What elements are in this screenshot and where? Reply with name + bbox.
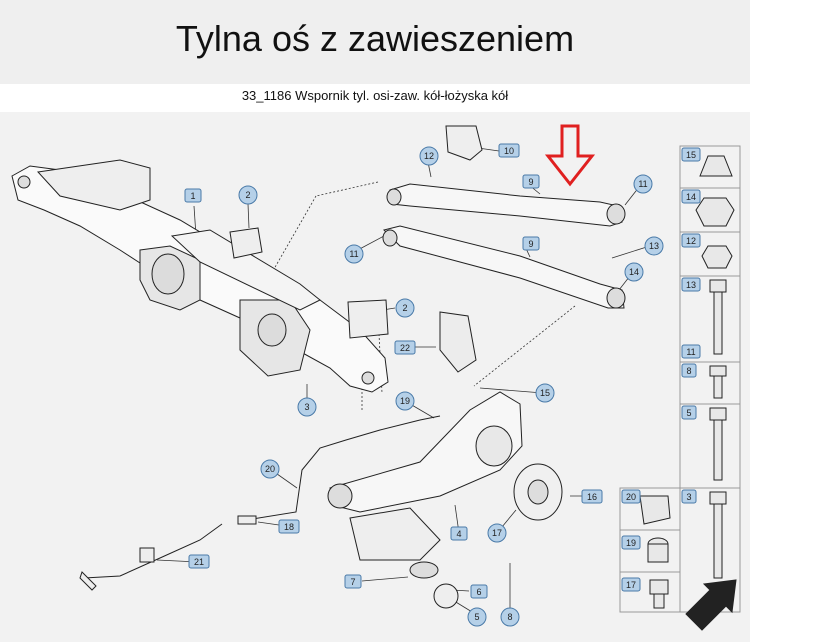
long-bolt-icon (709, 279, 727, 355)
callouts: 1 2 2 3 4 5 6 7 8 9 9 10 11 11 12 13 14 … (184, 143, 664, 627)
svg-text:2: 2 (245, 190, 250, 200)
svg-text:10: 10 (504, 146, 514, 156)
svg-text:12: 12 (424, 151, 434, 161)
callout-19: 19 (395, 391, 415, 411)
svg-text:17: 17 (626, 580, 636, 590)
short-bolt-icon (709, 365, 727, 399)
callout-11: 11 (344, 244, 364, 264)
svg-text:19: 19 (400, 396, 410, 406)
callout-9: 9 (522, 174, 540, 189)
svg-text:6: 6 (476, 587, 481, 597)
svg-text:4: 4 (456, 529, 461, 539)
callout-20: 20 (260, 459, 280, 479)
svg-text:13: 13 (649, 241, 659, 251)
parts-label: 15 (681, 147, 701, 162)
hex-nut-icon (701, 245, 733, 269)
callout-8: 8 (500, 607, 520, 627)
clip-nut-icon (699, 155, 733, 177)
callout-2: 2 (395, 298, 415, 318)
svg-text:11: 11 (686, 347, 695, 357)
svg-text:5: 5 (686, 408, 691, 418)
callout-13: 13 (644, 236, 664, 256)
svg-text:14: 14 (629, 267, 639, 277)
svg-text:21: 21 (194, 557, 204, 567)
svg-text:12: 12 (686, 236, 696, 246)
wheel-bolt-icon (649, 579, 669, 609)
parts-label: 19 (621, 535, 641, 550)
svg-text:3: 3 (686, 492, 691, 502)
svg-text:20: 20 (626, 492, 636, 502)
svg-text:18: 18 (284, 522, 294, 532)
svg-text:15: 15 (540, 388, 550, 398)
callout-18: 18 (278, 519, 300, 534)
svg-text:11: 11 (349, 249, 358, 259)
svg-text:1: 1 (190, 191, 195, 201)
trailing-arm-drawing (327, 391, 563, 609)
parts-label: 17 (621, 577, 641, 592)
svg-text:16: 16 (587, 492, 597, 502)
svg-text:8: 8 (507, 612, 512, 622)
parts-label: 3 (681, 489, 697, 504)
flange-bolt-icon (709, 407, 727, 481)
cables-drawing (79, 415, 441, 591)
svg-text:11: 11 (638, 179, 647, 189)
direction-arrow-icon (685, 579, 737, 631)
svg-text:19: 19 (626, 538, 636, 548)
callout-17: 17 (487, 523, 507, 543)
svg-text:14: 14 (686, 192, 696, 202)
callout-5: 5 (467, 607, 487, 627)
svg-text:15: 15 (686, 150, 696, 160)
callout-16: 16 (581, 489, 603, 504)
callout-1: 1 (184, 188, 202, 203)
svg-text:13: 13 (686, 280, 696, 290)
svg-text:9: 9 (528, 177, 533, 187)
svg-text:3: 3 (304, 402, 309, 412)
callout-6: 6 (470, 584, 488, 599)
callout-3: 3 (297, 397, 317, 417)
diagram-subtitle: 33_1186 Wspornik tyl. osi-zaw. kół-łożys… (241, 88, 509, 103)
subframe-drawing (11, 159, 477, 393)
parts-table-labels: 15 14 12 13 11 8 5 3 20 19 17 (621, 147, 701, 592)
svg-text:22: 22 (400, 343, 410, 353)
svg-text:2: 2 (402, 303, 407, 313)
parts-label: 14 (681, 189, 701, 204)
callout-11: 11 (633, 174, 653, 194)
parts-label: 12 (681, 233, 701, 248)
callout-2: 2 (238, 185, 258, 205)
hex-nut-flange-icon (695, 197, 735, 227)
parts-label: 8 (681, 363, 697, 378)
callout-10: 10 (498, 143, 520, 158)
svg-text:7: 7 (350, 577, 355, 587)
callout-21: 21 (188, 554, 210, 569)
parts-label: 5 (681, 405, 697, 420)
page-title: Tylna oś z zawieszeniem (175, 18, 575, 59)
bushing-icon (647, 537, 669, 563)
callout-12: 12 (419, 146, 439, 166)
svg-text:5: 5 (474, 612, 479, 622)
svg-text:17: 17 (492, 528, 502, 538)
long-bolt-icon (709, 491, 727, 579)
bracket-drawing (445, 125, 483, 161)
callout-7: 7 (344, 574, 362, 589)
parts-label: 20 (621, 489, 641, 504)
title-bar (0, 0, 750, 84)
parts-label: 13 (681, 277, 701, 292)
control-arms-drawing (382, 183, 626, 309)
clip-icon (639, 495, 671, 525)
svg-text:20: 20 (265, 464, 275, 474)
callout-15: 15 (535, 383, 555, 403)
callout-4: 4 (450, 526, 468, 541)
callout-14: 14 (624, 262, 644, 282)
callout-9: 9 (522, 236, 540, 251)
parts-icons (639, 155, 737, 631)
parts-label: 11 (681, 344, 701, 359)
svg-text:8: 8 (686, 366, 691, 376)
svg-text:9: 9 (528, 239, 533, 249)
callout-22: 22 (394, 340, 416, 355)
highlight-arrow (544, 124, 596, 187)
